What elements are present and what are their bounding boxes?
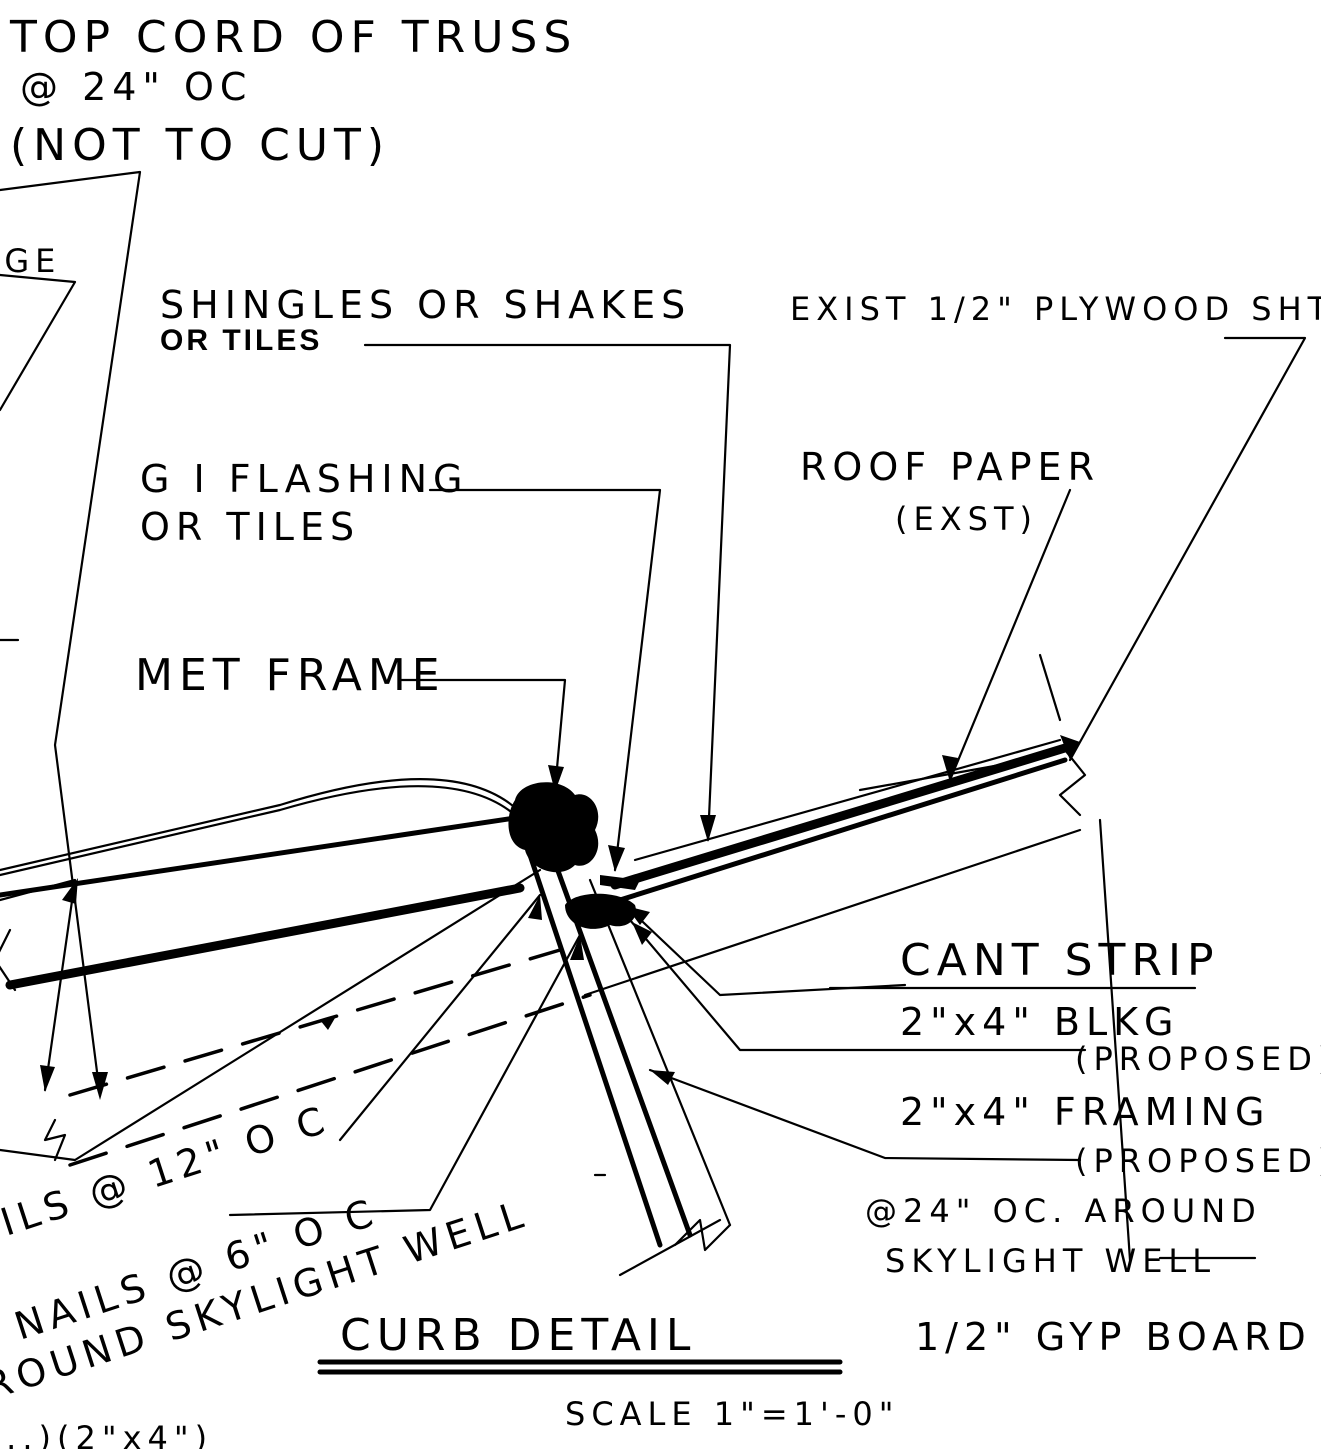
top-chord-label-1: TOP CORD OF TRUSS [9,12,577,63]
ridge-leader [0,273,77,412]
cant-strip-leader [623,903,907,997]
left-leader-b [0,868,542,1162]
roof-paper-leader [948,488,1072,782]
framing-label-4: SKYLIGHT WELL [885,1242,1216,1280]
truss-chord-dashed-1 [68,948,562,1097]
shingles-leader [363,343,732,842]
arrow-nails-12 [528,895,542,920]
drawing-title: CURB DETAIL [340,1310,696,1361]
arrow-shingles [700,815,716,842]
arrow-left-b [62,878,78,904]
curb-wall-2 [542,832,693,1238]
arrow-top-chord [92,1072,108,1100]
skylight-lower-edge [0,815,518,898]
arrow-flashing [608,845,625,872]
annotation-text: TOP CORD OF TRUSS @ 24" OC (NOT TO CUT) … [0,12,1321,1449]
curb-wall-3 [588,878,732,1227]
break-symbol-right [1058,748,1087,817]
bottom-fragment: ...)(2"x4") [0,1419,213,1449]
framing-label-1: 2"x4" FRAMING [900,1090,1270,1134]
title-underline [317,1359,843,1375]
met-frame-leader [398,678,567,792]
blkg-label-1: 2"x4" BLKG [900,1000,1179,1044]
dash-tick-a [320,1018,335,1030]
shingle-line [633,738,1062,862]
break-symbol-left-2 [43,1118,67,1162]
break-symbol-bottom [673,1218,732,1252]
plywood-leader [1068,336,1307,762]
flashing-label-1: G I FLASHING [140,457,468,501]
roof-assembly [0,735,1087,1252]
gyp-leader-a [1098,818,1132,1262]
top-chord-label-2: @ 24" OC [20,65,252,109]
top-chord-label-3: (NOT TO CUT) [10,120,390,171]
nails-12-leader [338,893,542,1142]
flashing-leader [428,488,662,872]
framing-label-3: @24" OC. AROUND [865,1192,1262,1230]
nails-6-leader [228,933,582,1217]
arrow-blkg [632,922,652,945]
leader-lines [0,170,1307,1277]
skylight-dome-curve-2 [0,778,522,872]
framing-label-2: (PROPOSED) [1075,1142,1321,1180]
roof-deck [610,743,1070,890]
ceiling-line [5,883,525,990]
shingles-label-2: OR TILES [160,324,322,357]
curb-wall-1 [517,822,663,1248]
roof-paper-label-1: ROOF PAPER [800,445,1100,489]
flashing-mass [600,875,640,890]
roof-paper-line [858,763,1002,792]
arrow-cant [626,906,650,925]
arrow-roof-paper [942,755,958,782]
cant-strip-mass [565,893,636,929]
roof-paper-label-2: (EXST) [895,500,1038,538]
cant-strip-label: CANT STRIP [900,935,1220,986]
plywood-label: EXIST 1/2" PLYWOOD SHTG [790,290,1321,328]
blkg-leader [628,918,1087,1052]
skylight-dome-curve [0,785,517,877]
drawing-scale: SCALE 1"=1'-0" [565,1395,899,1433]
gyp-leader-b [1038,653,1062,722]
arrow-met-frame [548,765,564,792]
arrow-plywood [1060,735,1080,760]
truss-chord-dashed-2 [68,993,592,1167]
ridge-label: RIDGE [0,242,61,280]
break-symbol-left [0,928,17,992]
framing-leader [648,1068,1082,1162]
shingles-label-1: SHINGLES OR SHAKES [160,283,691,327]
roof-deck-2 [617,757,1068,903]
gyp-label: 1/2" GYP BOARD [915,1315,1312,1359]
arrow-nails-6 [570,935,584,960]
arrow-left-a [40,1065,55,1092]
metal-frame-mass [508,782,599,873]
ceiling-right [583,828,1082,997]
arrow-framing [650,1070,675,1085]
blkg-label-2: (PROPOSED) [1075,1040,1321,1078]
bottom-tick-a [618,1218,722,1277]
flashing-label-2: OR TILES [140,505,360,549]
met-frame-label: MET FRAME [135,650,446,701]
top-chord-leader [0,170,142,1097]
